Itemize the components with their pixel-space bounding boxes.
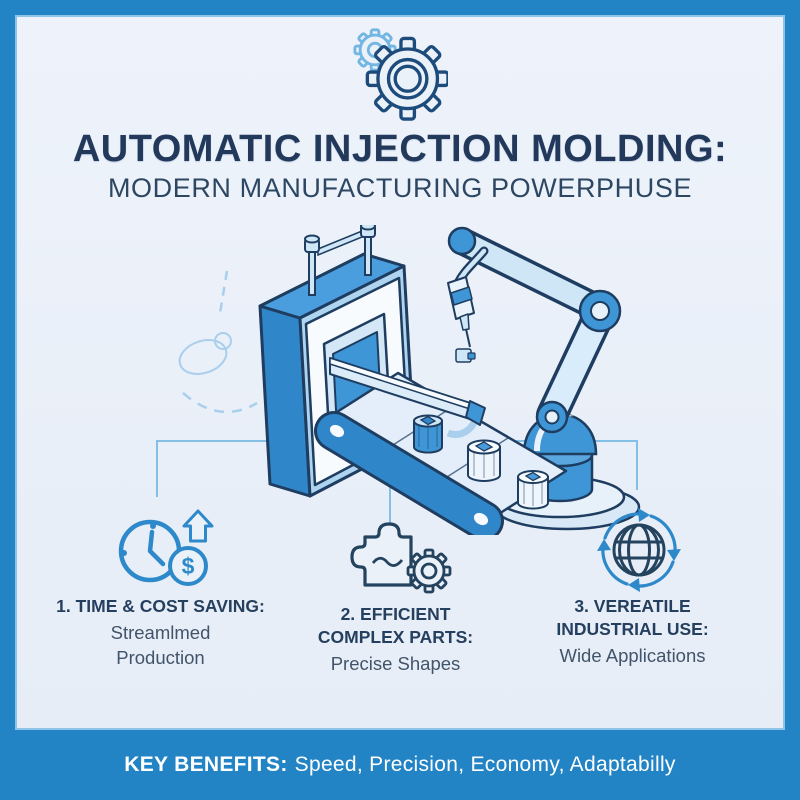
benefit-1-sub: Streamlmed Production: [110, 622, 211, 668]
key-benefits-label: KEY BENEFITS:: [124, 753, 288, 776]
arm-end-cap: [447, 226, 477, 256]
benefit-2: 2. EFFICIENT COMPLEX PARTS: Precise Shap…: [278, 603, 513, 676]
key-benefits-banner: KEY BENEFITS: Speed, Precision, Economy,…: [0, 730, 800, 800]
benefit-1: 1. TIME & COST SAVING: Streamlmed Produc…: [43, 595, 278, 670]
benefit-3-heading: 3. VEREATILE INDUSTRIAL USE:: [556, 596, 709, 639]
globe: [612, 523, 666, 577]
puzzle-piece: [350, 522, 413, 587]
key-benefits-text: Speed, Precision, Economy, Adaptabilly: [294, 753, 676, 776]
benefit-3: 3. VEREATILE INDUSTRIAL USE: Wide Applic…: [515, 595, 750, 668]
page-title: AUTOMATIC INJECTION MOLDING:: [72, 128, 728, 170]
molded-parts: [413, 414, 549, 510]
conveyor-belt: [314, 411, 504, 535]
injector-nozzle: [447, 246, 489, 363]
benefit-2-sub: Precise Shapes: [330, 653, 461, 674]
molded-part-light-1: [467, 439, 501, 482]
up-arrow-icon: [182, 509, 214, 543]
puzzle-gear-icon: [350, 522, 452, 594]
benefit-1-heading: 1. TIME & COST SAVING:: [56, 596, 265, 616]
molded-part-light-2: [517, 470, 549, 510]
injection-bar: [329, 357, 486, 439]
benefit-2-heading: 2. EFFICIENT COMPLEX PARTS:: [317, 604, 474, 647]
dollar-sign: $: [182, 553, 195, 579]
dollar-circle-icon: [168, 546, 208, 586]
clock-dollar-arrow-icon: $: [118, 509, 214, 586]
infographic-canvas: AUTOMATIC INJECTION MOLDING: MODERN MANU…: [15, 15, 785, 730]
big-gear-icon: [365, 36, 448, 121]
sketch-decoration: [178, 270, 258, 414]
injection-molding-machine-illustration: [258, 225, 641, 535]
mold-guide-pins: [304, 225, 376, 296]
page-subtitle: MODERN MANUFACTURING POWERPHUSE: [107, 173, 693, 203]
molded-part-blue: [413, 414, 443, 454]
gear-icon: [353, 28, 448, 121]
benefit-3-sub: Wide Applications: [559, 645, 706, 666]
gripped-part: [455, 348, 476, 363]
small-gear: [406, 548, 452, 594]
globe-cycle-icon: [595, 506, 683, 594]
